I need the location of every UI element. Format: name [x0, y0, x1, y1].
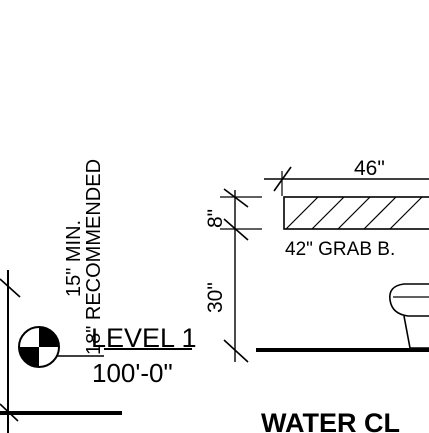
level-elevation: 100'-0": [92, 358, 173, 388]
note-15-min: 15" MIN.: [63, 220, 85, 297]
dim-top-tick: [223, 188, 249, 208]
left-tick-lower: [0, 403, 19, 422]
level-target-icon: [18, 326, 60, 368]
dim-mid-tick: [223, 218, 249, 241]
section-title: WATER CL: [261, 408, 400, 433]
note-18-recommended: 18" RECOMMENDED: [83, 159, 105, 355]
dim-30-text: 30": [204, 282, 227, 313]
dim-46-text: 46": [354, 157, 385, 180]
dim-8-text: 8": [204, 209, 227, 228]
dim-bottom-tick: [223, 339, 249, 363]
left-tick-upper: [0, 278, 21, 298]
grab-bar-hatch: [283, 196, 429, 230]
grab-bar-note: 42" GRAB B.: [285, 239, 395, 260]
water-closet-fixture: [388, 283, 429, 349]
